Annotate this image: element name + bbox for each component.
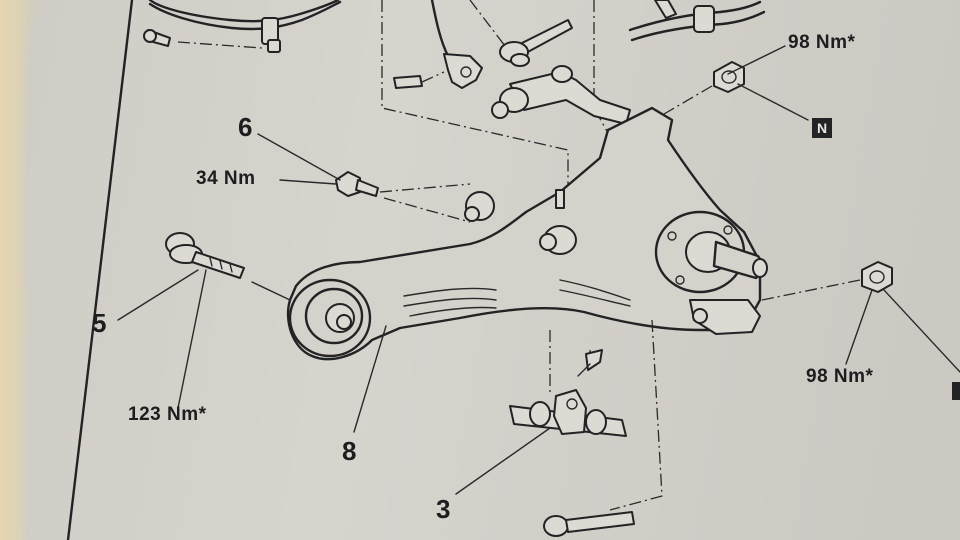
new-part-badge: N	[812, 118, 832, 138]
part-8-leader	[353, 325, 387, 433]
bottom-long-bolt	[543, 319, 663, 537]
part-5-bolt	[117, 232, 291, 409]
top-flange-nut	[663, 45, 809, 121]
part-6-bolt	[257, 133, 471, 223]
part-5-torque: 123 Nm*	[128, 404, 207, 425]
top-nut-torque: 98 Nm*	[788, 32, 856, 53]
part-8-label: 8	[342, 436, 357, 466]
cropped-new-part-badge	[952, 382, 960, 400]
part-3-label: 3	[436, 494, 451, 524]
right-nut-torque: 98 Nm*	[806, 366, 874, 387]
top-bolt	[469, 0, 573, 67]
abs-sensor	[393, 0, 483, 89]
top-right-hose	[628, 0, 766, 42]
right-flange-nut	[761, 261, 960, 373]
assembly-bracket-outline	[381, 0, 569, 200]
part-5-label: 5	[92, 308, 107, 338]
part-6-torque: 34 Nm	[196, 168, 256, 189]
part-6-label: 6	[238, 112, 253, 142]
upper-link-bracket	[491, 65, 631, 125]
page-frame-line	[66, 0, 134, 540]
part-3-bushing-bracket	[455, 330, 627, 495]
trailing-arm	[286, 106, 768, 361]
top-left-cable-bracket	[143, 0, 342, 53]
